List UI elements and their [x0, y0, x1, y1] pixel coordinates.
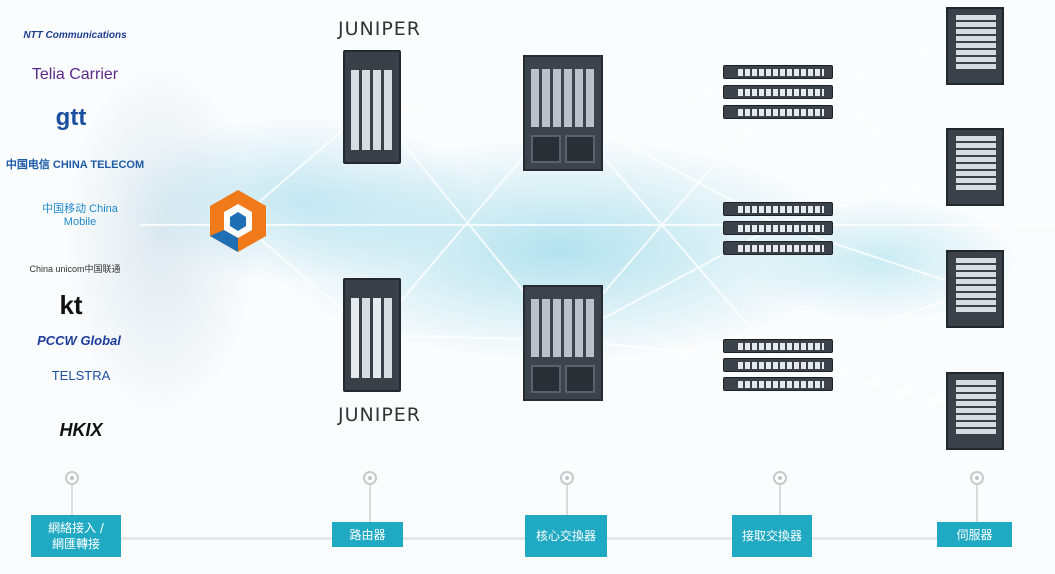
ntt-logo: NTT Communications — [23, 30, 127, 41]
gtt-logo: gtt — [55, 104, 87, 131]
core-switch-bottom — [523, 285, 603, 401]
router-top — [343, 50, 401, 164]
timeline-dot — [65, 471, 79, 485]
hub-logo-icon — [210, 190, 266, 252]
kt-logo: kt — [59, 290, 83, 320]
china-telecom-logo: 中国电信 CHINA TELECOM — [5, 159, 145, 171]
china-unicom-logo: China unicom中国联通 — [29, 264, 121, 274]
juniper-logo-top: JUNIPER — [338, 18, 421, 40]
hkix-logo: HKIX — [59, 420, 103, 440]
telstra-logo: TELSTRA — [51, 368, 111, 383]
timeline-dot — [773, 471, 787, 485]
timeline-dot — [363, 471, 377, 485]
stage-label-router: 路由器 — [332, 522, 403, 547]
stage-label-server: 伺服器 — [937, 522, 1012, 547]
core-switch-top — [523, 55, 603, 171]
timeline-dot — [560, 471, 574, 485]
timeline-dot — [970, 471, 984, 485]
telia-logo: Telia Carrier — [31, 66, 119, 83]
pccw-logo: PCCW Global — [37, 333, 121, 348]
stage-label-core-switch: 核心交換器 — [525, 515, 607, 557]
juniper-logo-bottom: JUNIPER — [338, 404, 421, 426]
stage-label-access-switch: 接取交換器 — [732, 515, 812, 557]
china-mobile-logo: 中国移动 China Mobile — [42, 203, 118, 228]
stage-label-network-access: 網絡接入 / 網匯轉接 — [31, 515, 121, 557]
router-bottom — [343, 278, 401, 392]
